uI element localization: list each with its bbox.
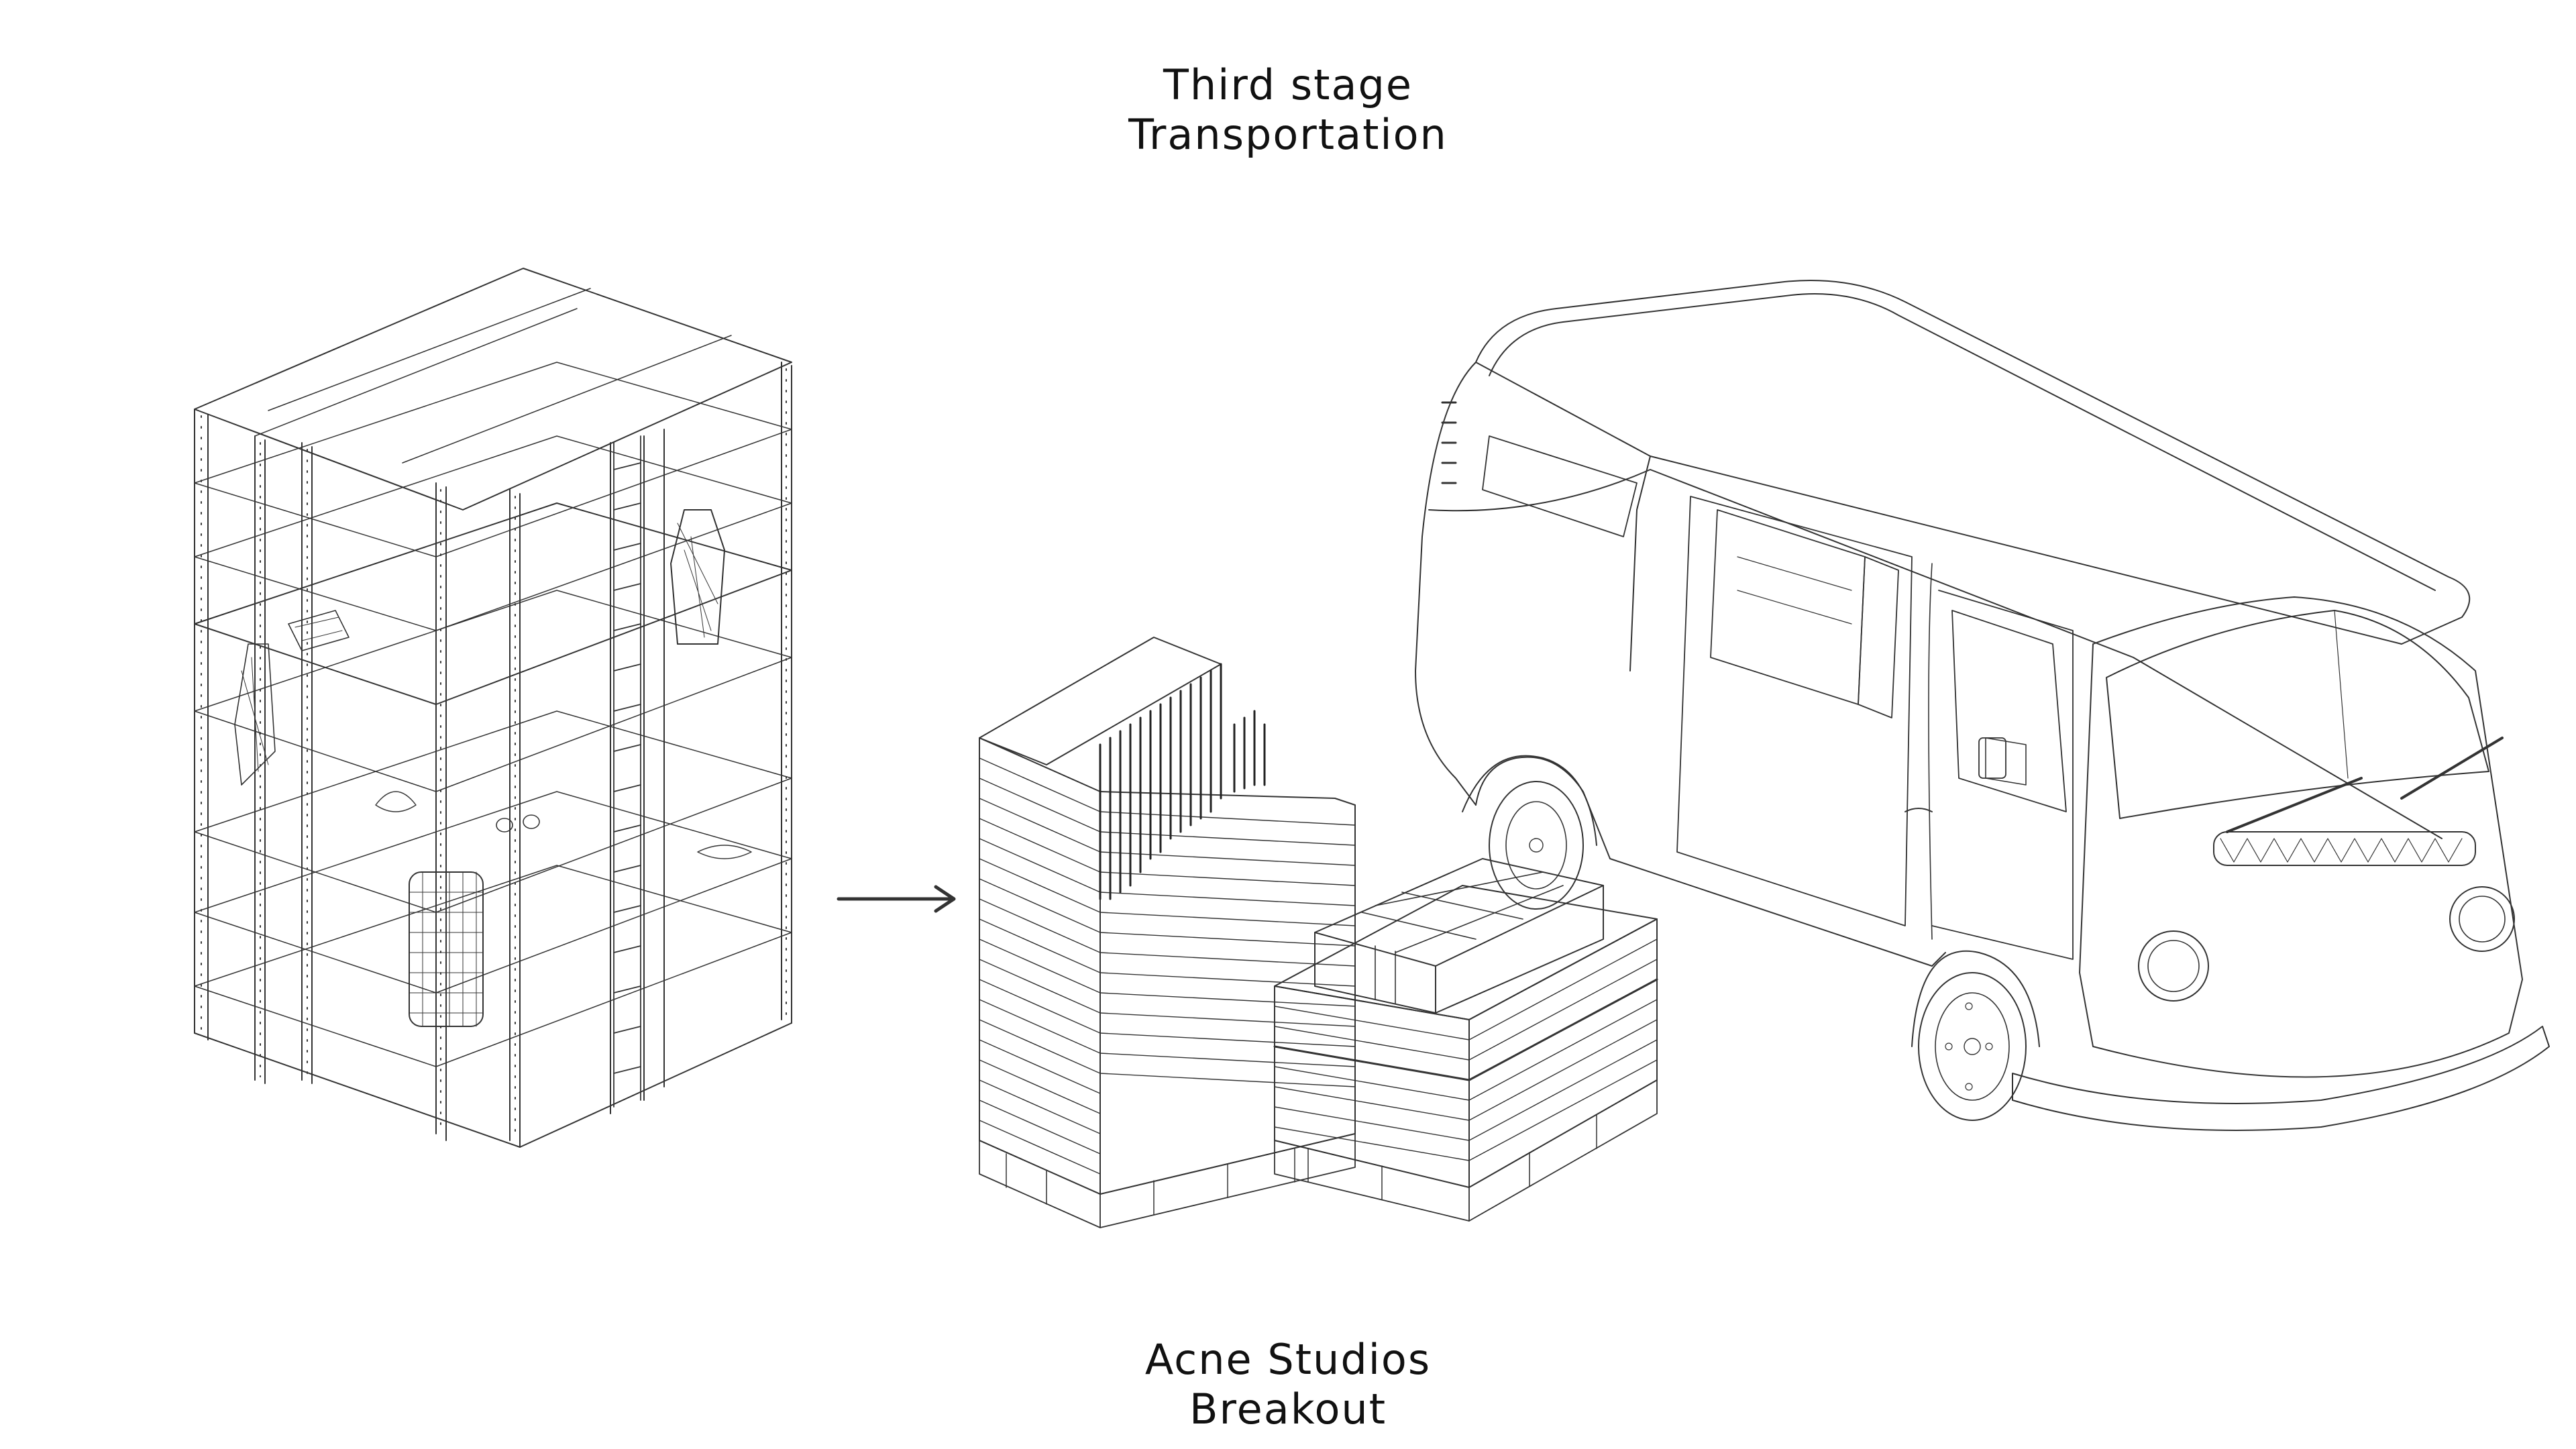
project-title: Acne Studios Breakout (0, 1335, 2576, 1434)
van (1415, 280, 2549, 1130)
shelving-unit (195, 268, 792, 1147)
page-title: Third stage Transportation (0, 60, 2576, 160)
title-line-brand: Acne Studios (1144, 1335, 1432, 1384)
title-line-phase: Transportation (1128, 110, 1448, 159)
arrow-icon (839, 887, 954, 911)
title-line-stage: Third stage (1163, 60, 1413, 109)
title-line-project: Breakout (1189, 1385, 1387, 1434)
stacked-pallets (979, 637, 1657, 1228)
